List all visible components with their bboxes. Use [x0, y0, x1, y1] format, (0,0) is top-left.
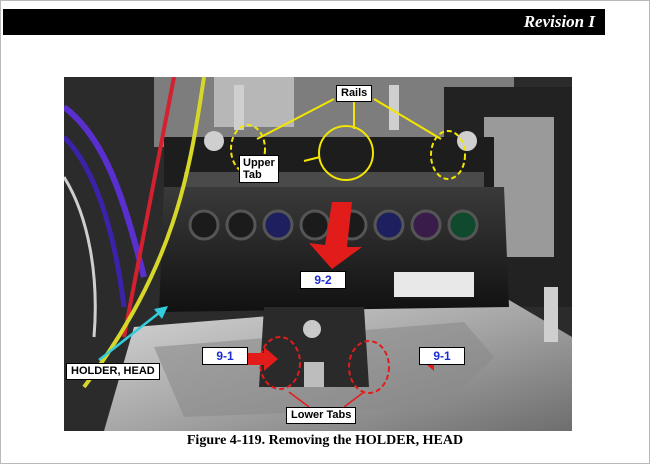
- step-9-1-left-label: 9-1: [202, 347, 248, 365]
- label-rails: Rails: [336, 85, 373, 102]
- label-upper-tab-line2: Tab: [243, 169, 262, 181]
- label-upper-tab-line1: Upper: [243, 157, 275, 169]
- figure-caption: Figure 4-119. Removing the HOLDER, HEAD: [186, 433, 464, 448]
- label-upper-tab: Upper Tab: [239, 155, 279, 183]
- step-9-2-label: 9-2: [300, 271, 346, 289]
- label-holder-head: HOLDER, HEAD: [66, 363, 160, 380]
- revision-label: Revision I: [523, 12, 595, 31]
- header-bar: Revision I: [3, 9, 605, 35]
- printer-photo: Rails Upper Tab 9-2 9-1 9-1 HOLDER, HEAD…: [64, 77, 572, 431]
- step-9-1-right-label: 9-1: [419, 347, 465, 365]
- label-lower-tabs: Lower Tabs: [286, 407, 357, 424]
- photo-illustration: [64, 77, 572, 431]
